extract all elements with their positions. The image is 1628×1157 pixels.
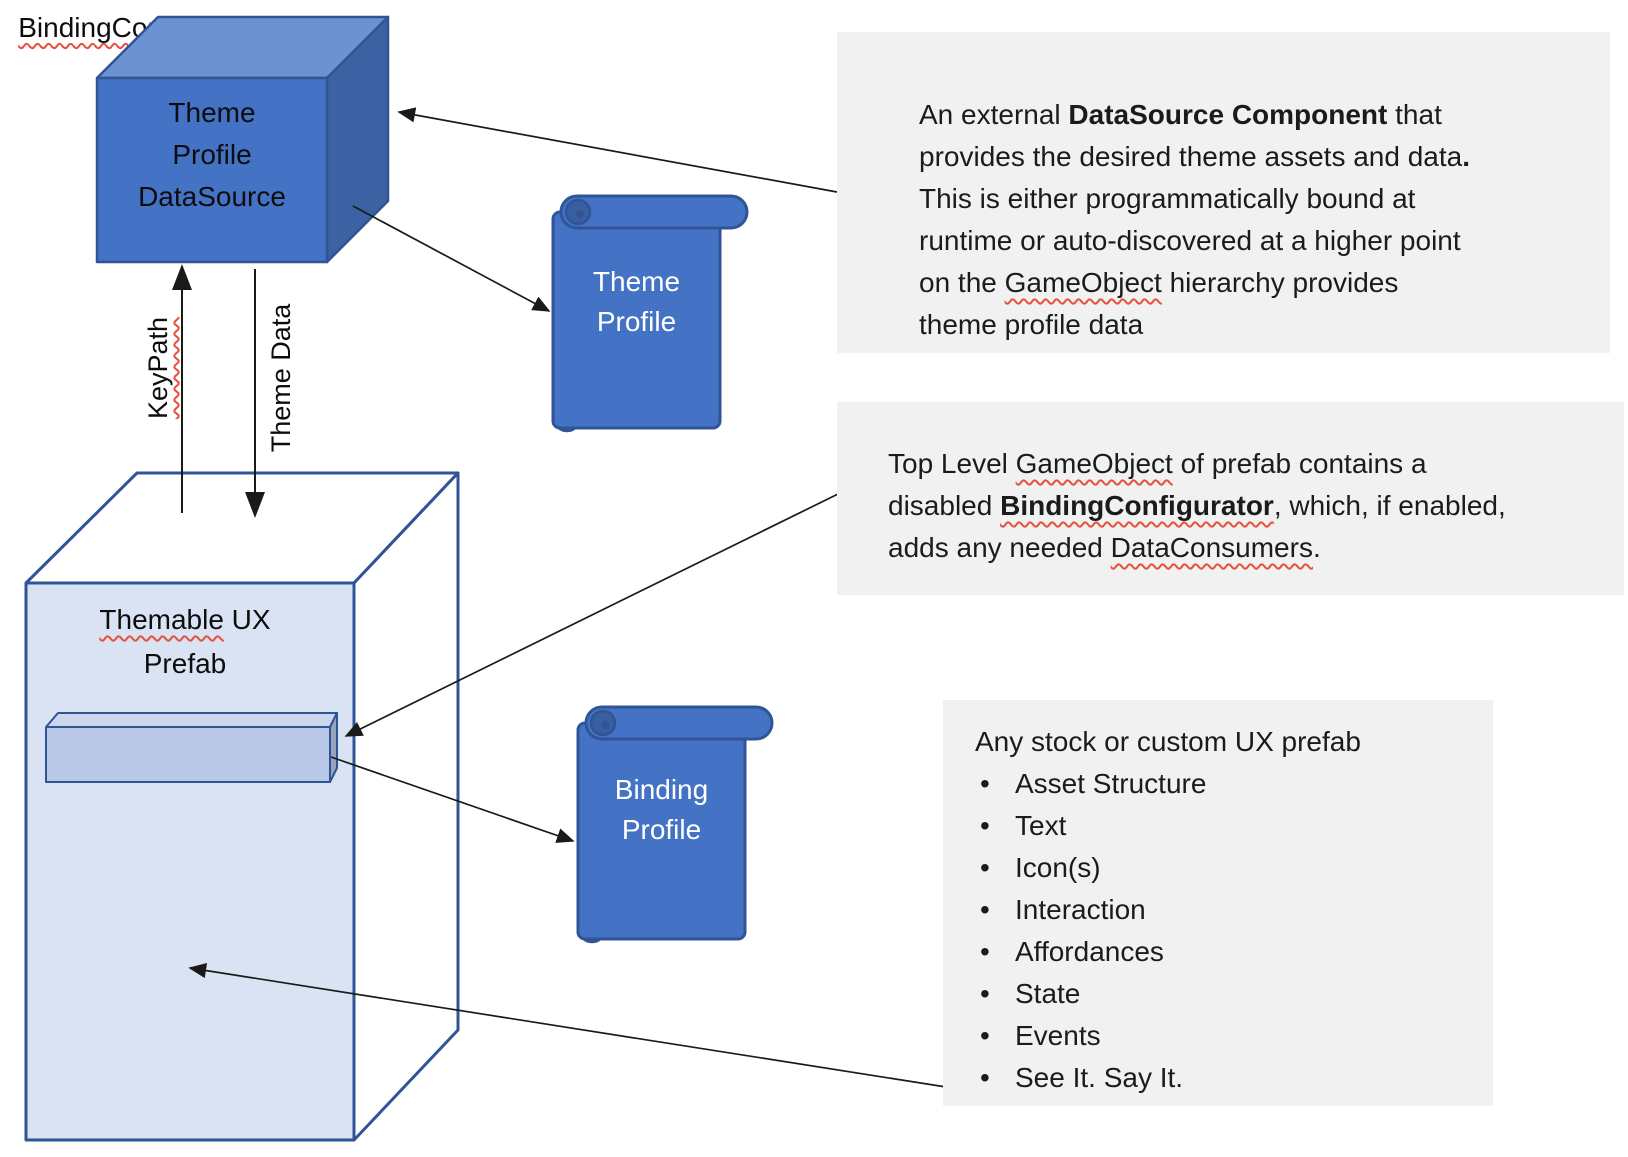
arrowhead-up: [172, 264, 192, 290]
annotation-ux-prefab: Any stock or custom UX prefab Asset Stru…: [943, 700, 1493, 1106]
text-line: Theme: [168, 97, 256, 128]
text-line: DataSource: [138, 181, 286, 212]
text-line: Binding: [614, 774, 709, 805]
bar-front-face: [45, 726, 331, 783]
connector-annotation3-to-prefab: [188, 962, 966, 1091]
bar-top-face: [45, 712, 338, 728]
text-line: theme profile data: [919, 309, 1144, 340]
text-line: Prefab: [143, 648, 227, 679]
scroll-top-roll: [584, 705, 774, 741]
scroll-top-curl-center: [576, 210, 584, 218]
theme-data-edge-label: Theme Data: [263, 293, 299, 463]
connector-cube-to-theme-profile: [352, 205, 551, 312]
keypath-arrow: [172, 264, 192, 513]
ux-prefab-bullet-list: Asset StructureTextIcon(s)InteractionAff…: [975, 763, 1483, 1099]
text-line: runtime or auto-discovered at a higher p…: [919, 225, 1461, 256]
text-line: provides the desired theme assets and da…: [919, 141, 1471, 172]
arrowhead-down: [245, 492, 265, 518]
text-line: disabled BindingConfigurator, which, if …: [888, 490, 1506, 521]
bullet-item: Text: [975, 805, 1483, 847]
scroll-top-roll: [559, 194, 749, 230]
text-line: An external DataSource Component that: [919, 99, 1442, 130]
bullet-item: State: [975, 973, 1483, 1015]
cube-front-face: [95, 76, 329, 264]
text-line: Profile: [172, 139, 252, 170]
text-line: Theme Data: [266, 303, 296, 453]
text-line: This is either programmatically bound at: [919, 183, 1416, 214]
bullet-item: Asset Structure: [975, 763, 1483, 805]
text-line: Profile: [621, 814, 702, 845]
bullet-item: Interaction: [975, 889, 1483, 931]
bar-right-face: [329, 712, 338, 783]
prefab-right-face: [352, 471, 460, 1142]
themable-ux-prefab-box: [24, 471, 460, 1142]
text-line: Top Level GameObject of prefab contains …: [888, 448, 1427, 479]
theme-profile-scroll: [551, 194, 749, 433]
bullet-item: Affordances: [975, 931, 1483, 973]
text-line: adds any needed DataConsumers.: [888, 532, 1321, 563]
text-line: Profile: [596, 306, 677, 337]
annotation-bindingconfigurator: Top Level GameObject of prefab contains …: [837, 402, 1624, 595]
text-line: Themable UX: [99, 604, 271, 635]
connector-bindingconfigurator-to-binding-profile: [330, 756, 575, 843]
bullet-item: Icon(s): [975, 847, 1483, 889]
connector-annotation2-to-bindingconfigurator: [344, 493, 839, 737]
scroll-top-curl-center: [601, 721, 609, 729]
theme-profile-datasource-cube: [95, 15, 390, 264]
connector-annotation1-to-cube: [397, 107, 838, 193]
text-line: KeyPath: [143, 316, 173, 420]
annotation-datasource: An external DataSource Component that pro…: [837, 32, 1610, 353]
prefab-front-face: [24, 581, 356, 1142]
bullet-item: See It. Say It.: [975, 1057, 1483, 1099]
themable-ux-prefab-label: Themable UX Prefab: [45, 598, 325, 686]
annotation-title: Any stock or custom UX prefab: [975, 726, 1361, 757]
bullet-item: Events: [975, 1015, 1483, 1057]
binding-configurator-bar: [45, 712, 338, 783]
binding-profile-scroll: [576, 705, 774, 944]
theme-data-arrow: [245, 269, 265, 518]
text-line: on the GameObject hierarchy provides: [919, 267, 1399, 298]
keypath-edge-label: KeyPath: [140, 298, 176, 438]
text-line: Theme: [592, 266, 681, 297]
